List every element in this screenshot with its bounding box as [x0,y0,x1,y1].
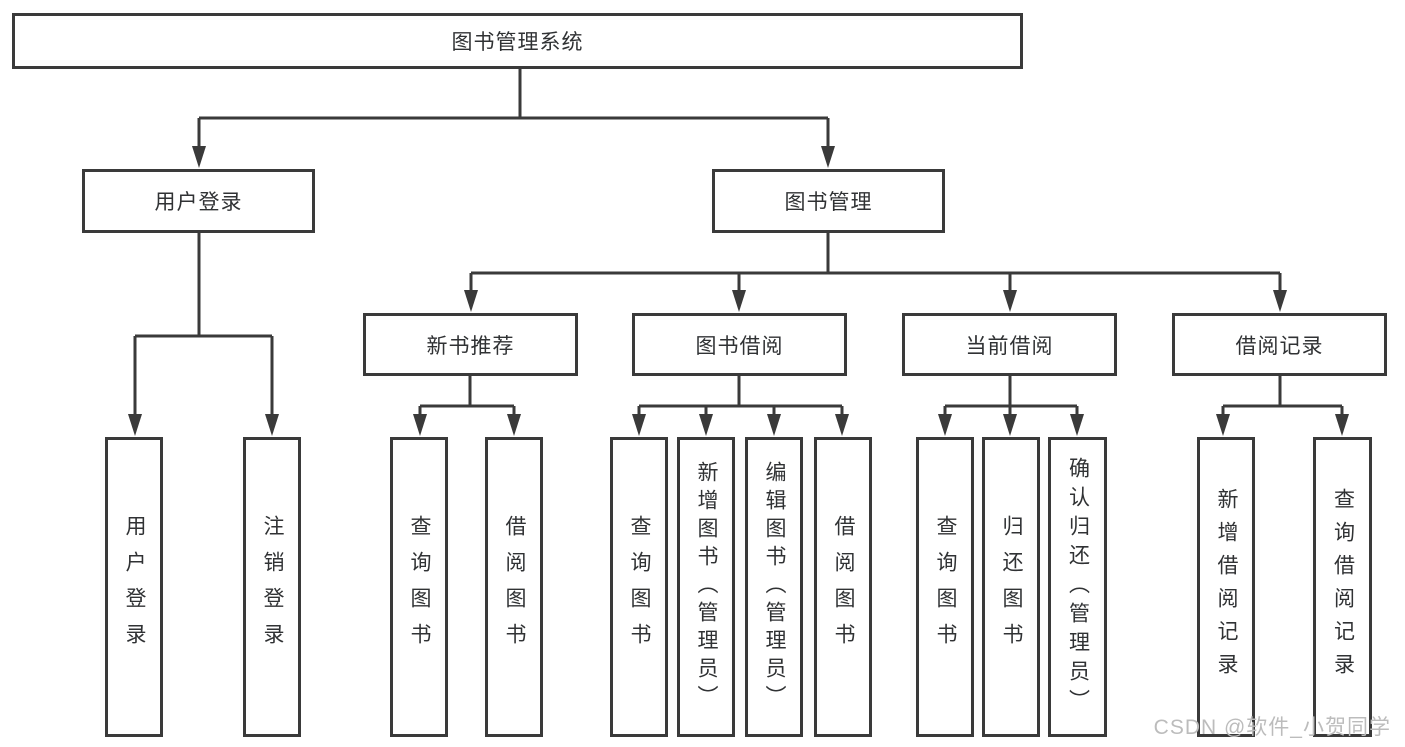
leaf-confirm-return-admin: 确认归还（管理员） [1048,437,1107,737]
node-current-borrowing: 当前借阅 [902,313,1117,376]
node-borrowing-records: 借阅记录 [1172,313,1387,376]
arrowheads [128,146,1349,436]
leaf-query-books-current: 查询图书 [916,437,974,737]
leaf-return-books: 归还图书 [982,437,1040,737]
leaf-query-borrow-record: 查询借阅记录 [1313,437,1372,737]
leaf-add-borrow-record: 新增借阅记录 [1197,437,1255,737]
leaf-borrow-books-borrowing: 借阅图书 [814,437,872,737]
leaf-edit-books-admin: 编辑图书（管理员） [745,437,803,737]
leaf-logout: 注销登录 [243,437,301,737]
leaf-add-books-admin: 新增图书（管理员） [677,437,735,737]
node-user-login: 用户登录 [82,169,315,233]
leaf-user-login: 用户登录 [105,437,163,737]
leaf-query-books-borrowing: 查询图书 [610,437,668,737]
node-library-management-system: 图书管理系统 [12,13,1023,69]
csdn-watermark: CSDN @软件_小贺同学 [1153,716,1391,739]
node-new-book-recommendation: 新书推荐 [363,313,578,376]
node-book-management: 图书管理 [712,169,945,233]
leaf-query-books-recommend: 查询图书 [390,437,448,737]
leaf-borrow-books-recommend: 借阅图书 [485,437,543,737]
node-book-borrowing: 图书借阅 [632,313,847,376]
